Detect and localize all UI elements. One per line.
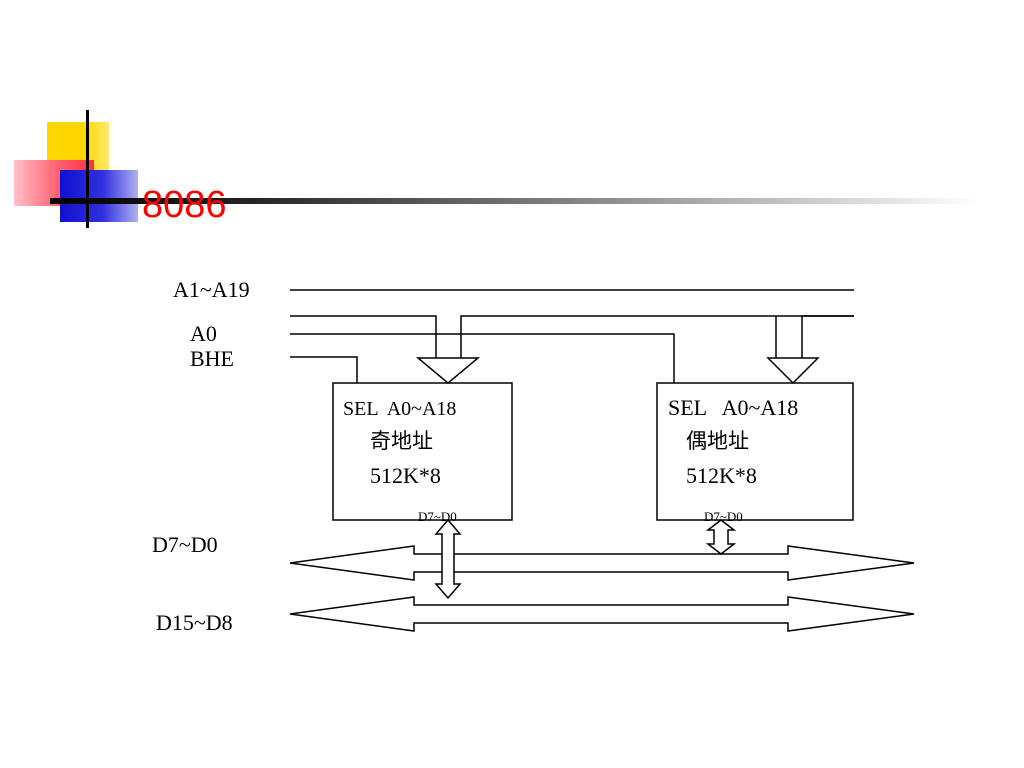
chip-even-pins: SEL A0~A18 — [668, 395, 798, 420]
label-bhe: BHE — [190, 346, 234, 371]
chip-odd-name: 奇地址 — [370, 429, 433, 453]
bhe-wire — [290, 356, 358, 383]
chip-even-size: 512K*8 — [686, 463, 757, 488]
chip-odd-box — [332, 382, 513, 521]
label-a0: A0 — [190, 321, 217, 346]
chip-odd-data-pins: D7~D0 — [418, 509, 457, 524]
slide-title: 8086 — [142, 184, 227, 226]
chip-even-box — [656, 382, 854, 521]
chip-odd-pins: SEL A0~A18 — [343, 398, 456, 420]
addr-arrow-odd — [415, 357, 481, 384]
a0-wire — [290, 333, 675, 383]
title-underline — [50, 198, 980, 204]
label-addr-high: A1~A19 — [173, 277, 250, 302]
addr-branch-odd-right — [460, 315, 854, 358]
addr-branch-even-right — [801, 315, 854, 358]
chip-odd-size: 512K*8 — [370, 463, 441, 488]
label-data-high: D15~D8 — [156, 610, 233, 635]
data-bus-high-arrow — [289, 596, 915, 632]
even-data-double-arrow — [705, 519, 737, 555]
addr-branch-odd-left — [290, 315, 437, 358]
odd-data-double-arrow — [434, 518, 462, 600]
decor-blue-square — [60, 170, 138, 222]
decor-vertical-line — [86, 110, 89, 228]
addr-arrow-even — [766, 357, 820, 385]
chip-even-data-pins: D7~D0 — [704, 509, 743, 524]
data-bus-low-arrow — [289, 545, 915, 581]
label-data-low: D7~D0 — [152, 532, 218, 557]
chip-even-name: 偶地址 — [686, 429, 749, 453]
